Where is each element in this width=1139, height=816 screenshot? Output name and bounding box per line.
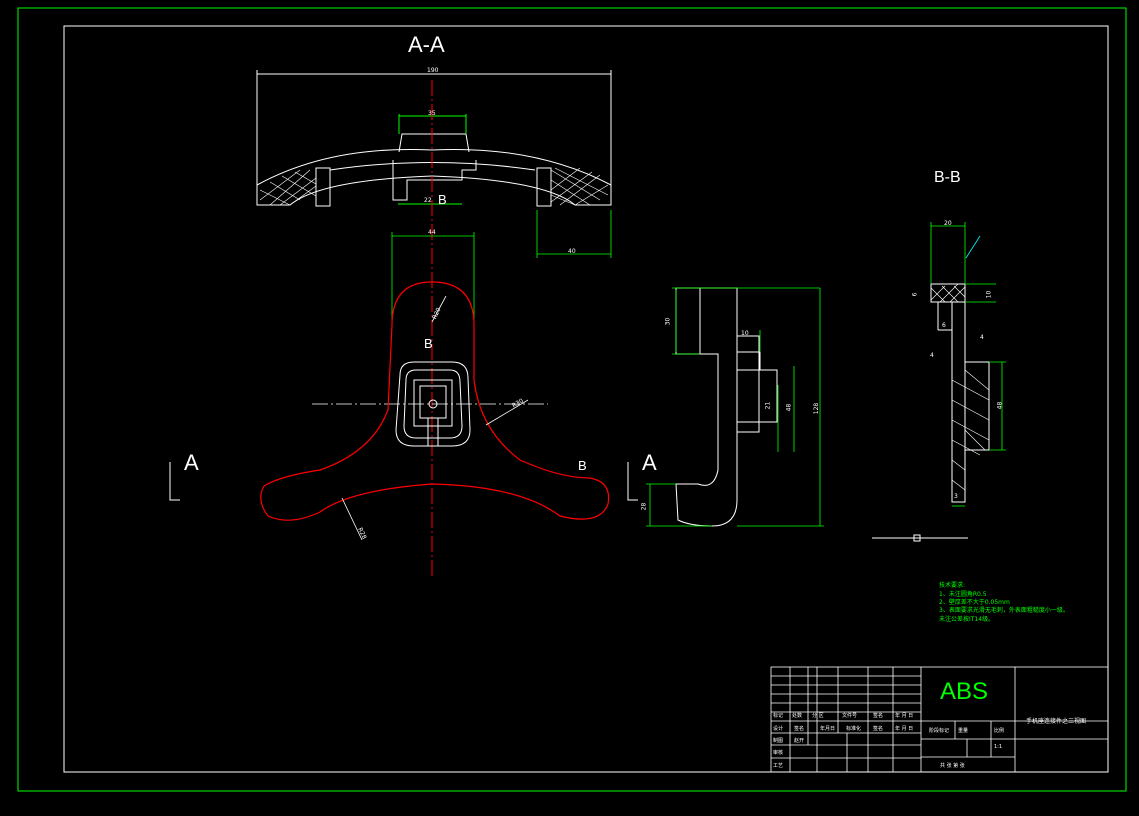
dim-bb-w1: 6 (942, 322, 946, 329)
dim-bb-h2: 6 (911, 292, 919, 297)
dim-side-h3: 21 (764, 401, 772, 410)
tb-r1-c1: 标记 (773, 713, 784, 719)
title-block (770, 666, 1109, 773)
section-bb-view (872, 283, 990, 542)
notes-line-2: 2、壁厚差不大于0.05mm (939, 599, 1010, 606)
scale-label: 比例 (994, 728, 1005, 734)
notes-heading: 技术要求: (939, 582, 966, 589)
tb-r4-c1: 审核 (773, 750, 784, 756)
inner-frame (63, 25, 1109, 773)
tb-r1-c5: 签名 (873, 713, 884, 719)
section-marker-b-top: B (438, 192, 447, 207)
section-aa-title: A-A (408, 32, 445, 57)
section-marker-a-right-label: A (642, 450, 657, 475)
notes-line-4: 未注公差按IT14级。 (939, 616, 995, 623)
scale-value: 1:1 (994, 744, 1003, 750)
dim-bb-w3: 4 (930, 352, 934, 359)
dim-total-width: 190 (427, 67, 439, 74)
tb-r5-c1: 工艺 (773, 763, 784, 769)
dim-side-width (536, 210, 612, 258)
front-view-boss (395, 361, 471, 447)
side-view-profile (675, 287, 778, 527)
outer-frame (17, 7, 1127, 792)
dim-radius-top-leader (431, 295, 447, 323)
section-bb-dims (930, 222, 1006, 507)
section-bb-hatching (930, 283, 990, 491)
dim-bb-h3: 48 (996, 401, 1004, 410)
dim-side-h2: 10 (741, 330, 749, 337)
dim-side-h4: 48 (785, 403, 793, 412)
tb-r2-c4: 标准化 (846, 726, 862, 732)
material-label: ABS (940, 678, 989, 705)
tb-r1-c6: 年 月 日 (895, 713, 914, 719)
tb-r2-c5: 签名 (873, 726, 884, 732)
dim-radius-bottom-leader (341, 497, 363, 541)
dim-side-width-label: 40 (568, 248, 576, 255)
section-marker-a-left (169, 462, 180, 501)
notes-line-3: 3、表面要求光滑无毛刺，外表面粗糙度小一级。 (939, 607, 1069, 614)
tb-r1-c2: 处数 (792, 713, 803, 719)
section-marker-a-left-label: A (184, 450, 199, 475)
section-marker-b-right: B (578, 458, 587, 473)
dim-bb-h1: 10 (985, 290, 993, 299)
front-view-neck-dim (391, 232, 475, 325)
front-view-profile (260, 281, 610, 521)
hatching-right (550, 167, 609, 206)
section-aa-view (256, 70, 612, 207)
tb-r3-c1: 制图 (773, 738, 784, 744)
dim-bb-w2: 4 (980, 334, 984, 341)
hatching-left (259, 169, 317, 206)
stage-label: 阶段标记 (929, 728, 950, 734)
dim-bottom-offset: 22 (424, 197, 432, 204)
dim-bb-top: 20 (944, 220, 952, 227)
tb-r2-c6: 年 月 日 (895, 726, 914, 732)
dim-side-bottom: 28 (640, 502, 648, 511)
dim-bb-b: 3 (954, 493, 958, 500)
tb-r1-c3: 分 区 (812, 713, 824, 719)
dim-side-h1: 30 (664, 317, 672, 326)
section-marker-b-center: B (424, 336, 433, 351)
section-bb-title: B-B (934, 169, 961, 186)
sheet-label: 共 张 第 张 (940, 763, 965, 769)
tb-r1-c4: 文件号 (842, 713, 858, 719)
tb-r3-c2: 赵开 (794, 738, 805, 744)
dim-neck-width: 44 (428, 229, 436, 236)
dim-top-width: 35 (428, 110, 436, 117)
tb-r2-c2: 签名 (794, 726, 805, 732)
notes-line-1: 1、未注圆角R0.5 (939, 591, 987, 598)
tb-r2-c3: 年月日 (820, 726, 836, 732)
tb-r2-c1: 设计 (773, 726, 784, 732)
dim-side-total: 128 (813, 402, 821, 415)
section-marker-a-right (627, 462, 638, 501)
side-view-dims (646, 287, 824, 527)
weight-label: 重量 (958, 728, 969, 734)
part-name: 手机座连接件之三视图 (1026, 718, 1087, 725)
dim-radius-right-leader (485, 399, 529, 426)
